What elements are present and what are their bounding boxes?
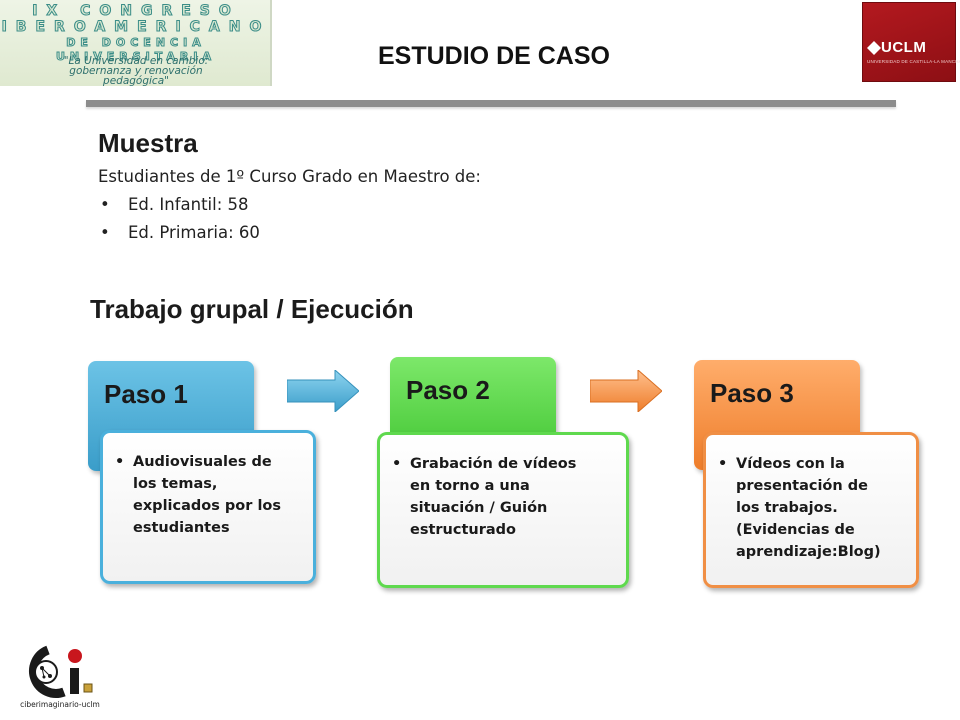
step-2-text: • Grabación de vídeos en torno a una sit… <box>392 453 612 541</box>
right-arrow-icon <box>590 370 662 412</box>
step-1-line: los temas, <box>133 476 218 492</box>
step-3-card: • Vídeos con la presentación de los trab… <box>703 432 919 588</box>
step-3-line: (Evidencias de <box>736 522 855 538</box>
step-1-card: • Audiovisuales de los temas, explicados… <box>100 430 316 584</box>
step-1-line: estudiantes <box>133 520 230 536</box>
sample-item-primaria: Ed. Primaria: 60 <box>128 223 260 242</box>
uclm-logo-text: UCLM <box>881 39 927 56</box>
ciberimaginario-logo-icon <box>29 645 93 698</box>
step-3-line: presentación de <box>736 478 868 494</box>
bullet-icon: • <box>392 456 402 472</box>
step-2-line: en torno a una <box>410 478 530 494</box>
step-2-label: Paso 2 <box>406 375 490 405</box>
step-1-line: Audiovisuales de <box>133 454 272 470</box>
bullet-icon: • <box>115 454 125 470</box>
sample-description: Estudiantes de 1º Curso Grado en Maestro… <box>98 167 481 186</box>
list-item: • Ed. Infantil: 58 <box>98 195 260 223</box>
bullet-icon: • <box>100 223 110 242</box>
right-arrow-icon <box>287 370 359 412</box>
step-3-line: Vídeos con la <box>736 456 845 472</box>
step-3-label: Paso 3 <box>710 378 794 408</box>
congress-tagline1: "La Universidad en cambio: <box>63 55 209 67</box>
step-3-text: • Vídeos con la presentación de los trab… <box>718 453 902 563</box>
bullet-icon: • <box>100 195 110 214</box>
congress-tagline3: pedagógica" <box>103 75 169 87</box>
step-2-line: situación / Guión <box>410 500 548 516</box>
step-1-label: Paso 1 <box>104 379 188 409</box>
congress-tagline2: gobernanza y renovación <box>69 65 203 77</box>
step-2-card: • Grabación de vídeos en torno a una sit… <box>377 432 629 588</box>
step-1-text: • Audiovisuales de los temas, explicados… <box>115 451 299 539</box>
title-divider <box>86 100 896 107</box>
ciberimaginario-logo-text: ciberimaginario-uclm <box>20 700 100 709</box>
step-1-line: explicados por los <box>133 498 282 514</box>
congress-logo-line1: IX CONGRESO <box>32 3 240 19</box>
page-title: ESTUDIO DE CASO <box>378 42 610 70</box>
sample-list: • Ed. Infantil: 58 • Ed. Primaria: 60 <box>98 195 260 251</box>
step-3-line: los trabajos. <box>736 500 838 516</box>
congress-logo-line3: DE DOCENCIA UNIVERSITARIA <box>56 36 216 64</box>
congress-logo: IX CONGRESO IBEROAMERICANO DE DOCENCIA U… <box>0 0 272 86</box>
uclm-logo-subtext: UNIVERSIDAD DE CASTILLA-LA MANCHA <box>867 59 960 64</box>
step-2-line: Grabación de vídeos <box>410 456 577 472</box>
congress-logo-line2: IBEROAMERICANO <box>1 19 271 35</box>
sample-item-infantil: Ed. Infantil: 58 <box>128 195 249 214</box>
list-item: • Ed. Primaria: 60 <box>98 223 260 251</box>
bullet-icon: • <box>718 456 728 472</box>
uclm-emblem-icon <box>867 41 881 55</box>
step-3-line: aprendizaje:Blog) <box>736 544 881 560</box>
step-2-line: estructurado <box>410 522 516 538</box>
uclm-logo: UCLM UNIVERSIDAD DE CASTILLA-LA MANCHA <box>862 2 960 82</box>
sample-heading: Muestra <box>98 128 198 158</box>
ciberimaginario-logo: ciberimaginario-uclm <box>20 644 100 714</box>
section-heading: Trabajo grupal / Ejecución <box>90 294 414 324</box>
